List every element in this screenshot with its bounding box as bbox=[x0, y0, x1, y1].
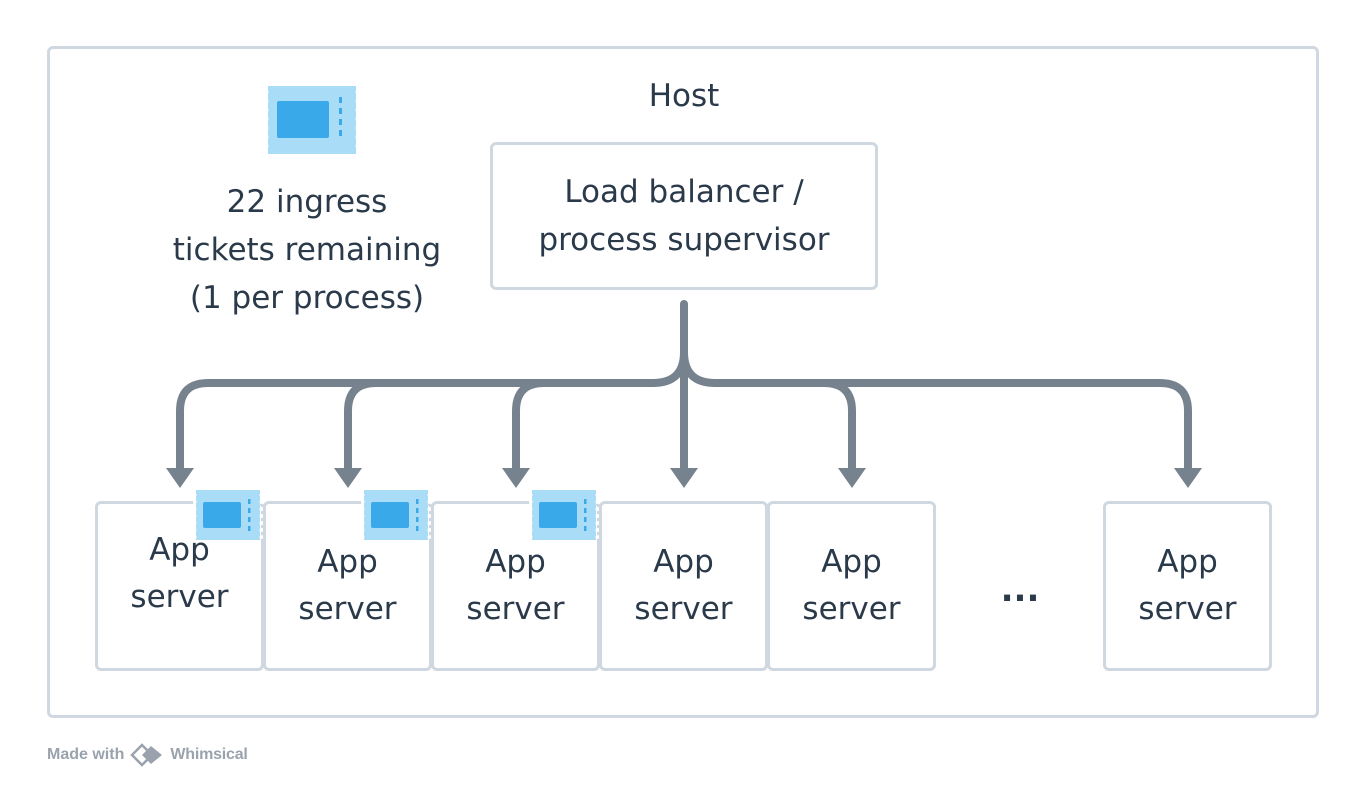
arrowhead-3 bbox=[502, 468, 530, 488]
host-label: Host bbox=[648, 78, 720, 114]
made-with-label: Made with bbox=[47, 746, 125, 763]
host-container bbox=[47, 46, 1319, 718]
load-balancer-label: Load balancer / process supervisor bbox=[538, 174, 830, 258]
arrowhead-1 bbox=[166, 468, 194, 488]
connector-branch-5 bbox=[680, 348, 856, 474]
app-server-label: App server bbox=[802, 544, 901, 627]
connector-branch-3 bbox=[512, 379, 548, 474]
arrowhead-2 bbox=[334, 468, 362, 488]
app-server-2: App server bbox=[263, 501, 432, 671]
arrowhead-4 bbox=[670, 468, 698, 488]
ticket-icon bbox=[361, 490, 431, 540]
ticket-icon bbox=[264, 86, 360, 154]
app-server-label: App server bbox=[130, 532, 229, 615]
made-with-whimsical-footer[interactable]: Made with Whimsical bbox=[47, 742, 248, 768]
connector-branch-2 bbox=[344, 379, 380, 474]
app-server-label: App server bbox=[1138, 544, 1237, 627]
tickets-remaining-note: 22 ingress tickets remaining (1 per proc… bbox=[172, 184, 442, 316]
app-server-label: App server bbox=[634, 544, 733, 627]
ticket-icon bbox=[193, 490, 263, 540]
arrowhead-6 bbox=[1174, 468, 1202, 488]
ticket-icon bbox=[529, 490, 599, 540]
app-server-label: App server bbox=[466, 544, 565, 627]
arrowhead-5 bbox=[838, 468, 866, 488]
app-server-4: App server bbox=[599, 501, 768, 671]
app-server-label: App server bbox=[298, 544, 397, 627]
connector-branch-6 bbox=[820, 379, 1192, 474]
app-server-6: App server bbox=[1103, 501, 1272, 671]
load-balancer-box: Load balancer / process supervisor bbox=[490, 142, 878, 290]
connector-branch-1 bbox=[176, 348, 688, 474]
more-servers-ellipsis: ... bbox=[1000, 570, 1040, 610]
app-server-5: App server bbox=[767, 501, 936, 671]
whimsical-logo-icon bbox=[130, 743, 163, 767]
whimsical-brand-label: Whimsical bbox=[170, 746, 248, 763]
